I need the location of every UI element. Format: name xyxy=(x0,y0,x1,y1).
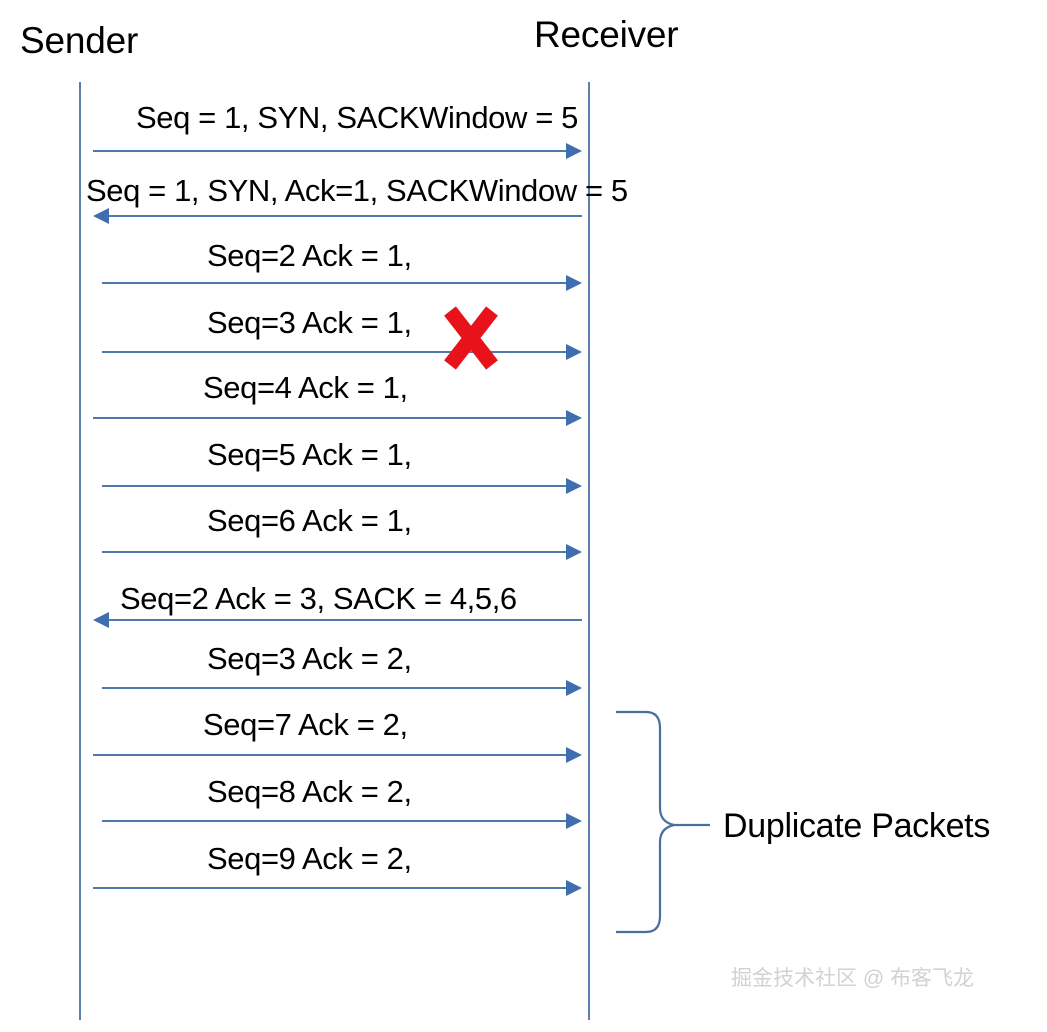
message-arrow-head xyxy=(566,544,582,560)
message-arrow-line xyxy=(93,754,568,756)
watermark-text: 掘金技术社区 @ 布客飞龙 xyxy=(731,967,974,990)
message-arrow-line xyxy=(102,485,568,487)
message-label: Seq=3 Ack = 1, xyxy=(207,305,412,340)
message-arrow-line xyxy=(93,887,568,889)
message-arrow-line xyxy=(102,282,568,284)
message-arrow-line xyxy=(102,551,568,553)
message-label: Seq = 1, SYN, Ack=1, SACKWindow = 5 xyxy=(86,173,628,208)
message-arrow-line xyxy=(102,351,568,353)
message-label: Seq=6 Ack = 1, xyxy=(207,503,412,538)
message-arrow-head xyxy=(566,747,582,763)
red-x-packet-loss-icon xyxy=(443,305,499,371)
message-arrow-head xyxy=(93,208,109,224)
message-label: Seq=2 Ack = 3, SACK = 4,5,6 xyxy=(120,581,517,616)
message-arrow-line xyxy=(93,150,568,152)
message-arrow-line xyxy=(102,820,568,822)
message-label: Seq=5 Ack = 1, xyxy=(207,437,412,472)
message-arrow-head xyxy=(566,880,582,896)
duplicate-packets-brace xyxy=(610,708,720,936)
message-arrow-head xyxy=(566,275,582,291)
lifeline-sender xyxy=(79,82,81,1020)
message-arrow-head xyxy=(566,813,582,829)
message-arrow-head xyxy=(566,680,582,696)
message-label: Seq=2 Ack = 1, xyxy=(207,238,412,273)
message-arrow-head xyxy=(566,410,582,426)
message-arrow-line xyxy=(102,687,568,689)
message-arrow-head xyxy=(566,478,582,494)
message-label: Seq=9 Ack = 2, xyxy=(207,841,412,876)
message-label: Seq=8 Ack = 2, xyxy=(207,774,412,809)
message-arrow-head xyxy=(566,143,582,159)
participant-label-receiver: Receiver xyxy=(534,14,679,55)
lifeline-receiver xyxy=(588,82,590,1020)
duplicate-packets-label: Duplicate Packets xyxy=(723,807,991,845)
message-label: Seq=3 Ack = 2, xyxy=(207,641,412,676)
message-label: Seq = 1, SYN, SACKWindow = 5 xyxy=(136,100,578,135)
message-label: Seq=7 Ack = 2, xyxy=(203,707,408,742)
message-arrow-head xyxy=(93,612,109,628)
message-arrow-line xyxy=(93,417,568,419)
message-label: Seq=4 Ack = 1, xyxy=(203,370,408,405)
participant-label-sender: Sender xyxy=(20,20,139,61)
message-arrow-head xyxy=(566,344,582,360)
message-arrow-line xyxy=(107,619,582,621)
message-arrow-line xyxy=(107,215,582,217)
